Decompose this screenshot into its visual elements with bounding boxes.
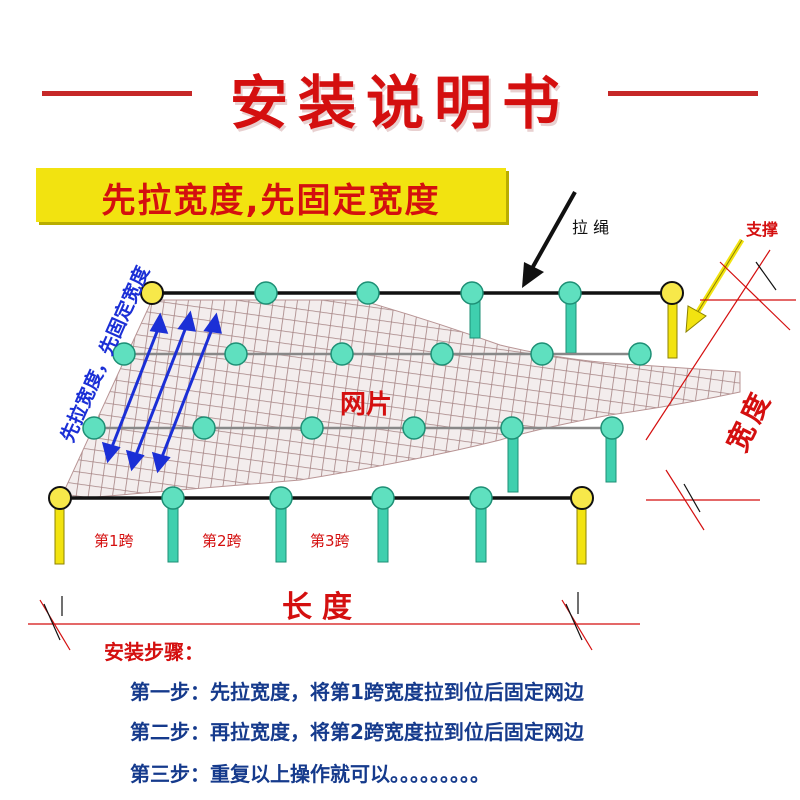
step-1: 第一步：先拉宽度，将第1跨宽度拉到位后固定网边 [130, 680, 584, 704]
banner-text: 先拉宽度,先固定宽度 [101, 181, 441, 221]
width-pull-arrows [101, 310, 222, 474]
length-dimension [28, 599, 640, 651]
support-label: 支撑 [746, 220, 779, 239]
middle-row-2-nodes [82, 416, 624, 440]
span-1-label: 第1跨 [94, 532, 134, 550]
support-arrow [685, 238, 745, 334]
pull-rope-arrow [522, 191, 577, 288]
net-label: 网片 [340, 390, 393, 420]
pull-rope-label: 拉 绳 [572, 218, 610, 237]
step-2: 第二步：再拉宽度，将第2跨宽度拉到位后固定网边 [130, 720, 584, 744]
span-3-label: 第3跨 [310, 532, 350, 550]
length-label: 长度 [282, 590, 362, 625]
width-dimension [645, 249, 796, 531]
middle-row-1-nodes [112, 342, 652, 366]
title-line-right [608, 91, 758, 96]
length-dimension-ticks [43, 592, 583, 641]
title-line-left [42, 91, 192, 96]
step-3: 第三步：重复以上操作就可以。。。。。。。。。 [130, 762, 490, 786]
top-row-nodes [254, 281, 582, 305]
span-2-label: 第2跨 [202, 532, 242, 550]
bottom-row-nodes [161, 486, 493, 510]
instruction-banner: 先拉宽度,先固定宽度 [36, 168, 506, 222]
corner-nodes [48, 281, 684, 510]
steps-heading: 安装步骤： [104, 640, 204, 664]
page-title: 安装说明书 [229, 69, 570, 137]
width-dimension-ticks [683, 261, 777, 513]
